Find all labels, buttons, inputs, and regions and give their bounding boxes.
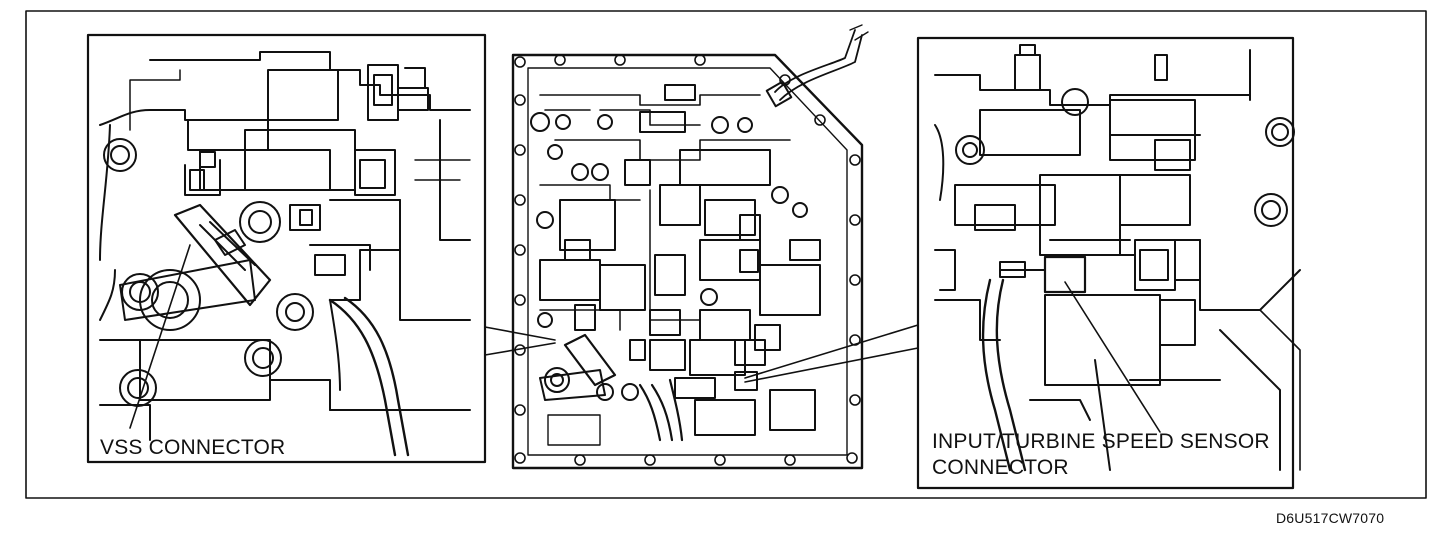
left-inset-vss: [86, 33, 487, 464]
left-callout-line-lower: [484, 342, 556, 356]
figure-code: D6U517CW7070: [1276, 510, 1385, 526]
input-turbine-sensor-label-line1: INPUT/TURBINE SPEED SENSOR: [932, 430, 1270, 453]
left-callout-line-upper: [484, 326, 556, 341]
vss-leader-line: [129, 244, 191, 429]
vss-connector-label: VSS CONNECTOR: [100, 436, 286, 459]
center-valve-body: [511, 24, 869, 470]
right-callout-line-upper: [744, 324, 919, 379]
its-leader-line: [1064, 281, 1161, 433]
outer-frame: [25, 10, 1427, 499]
right-callout-line-lower: [744, 347, 919, 383]
right-inset-its: [916, 36, 1301, 490]
input-turbine-sensor-label-line2: CONNECTOR: [932, 456, 1069, 479]
